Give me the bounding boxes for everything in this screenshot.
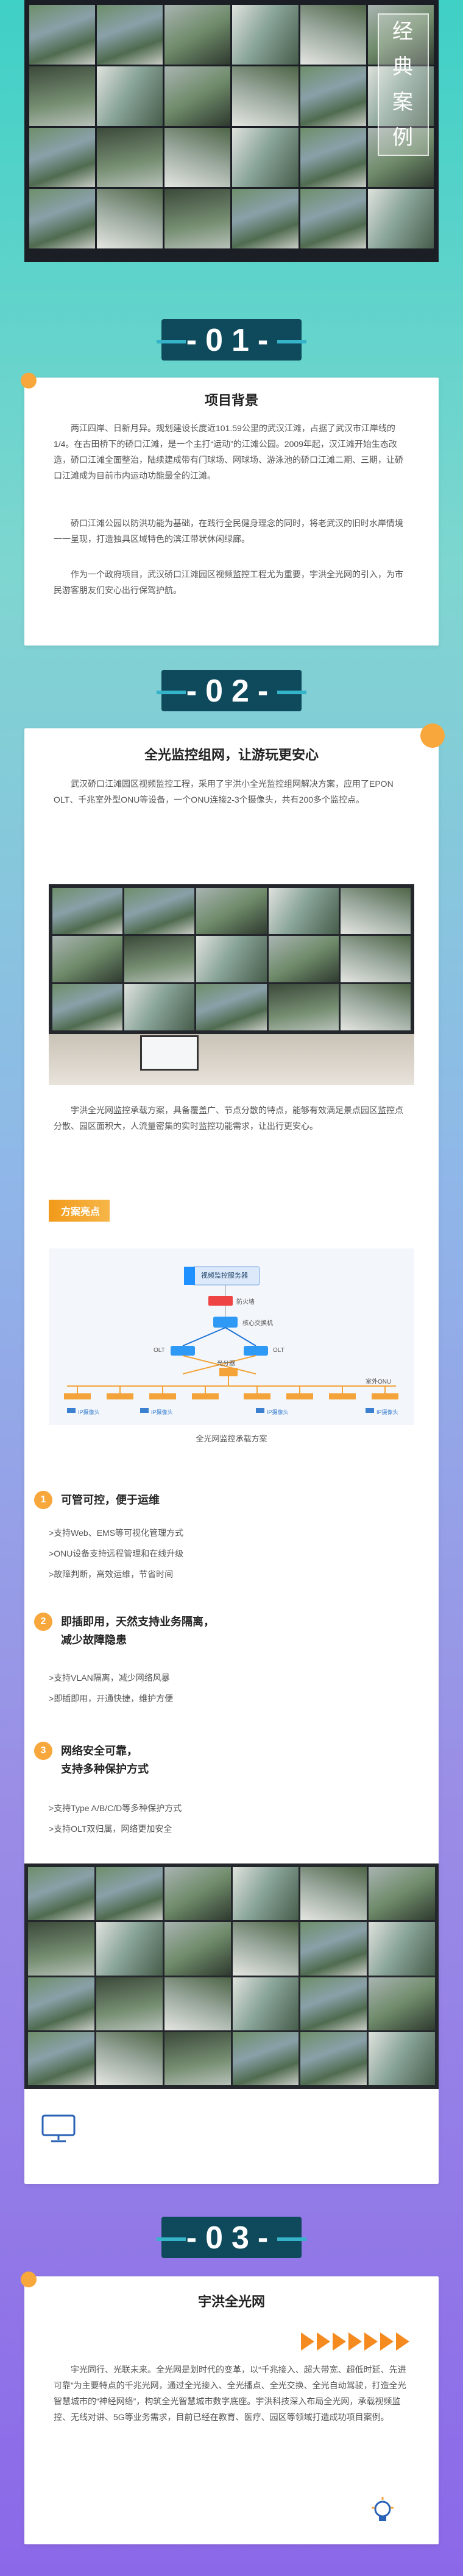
feature-number: 1: [34, 1491, 52, 1509]
corner-dot: [420, 723, 445, 748]
monitor-icon: [40, 2113, 77, 2144]
olt-left-label: OLT: [154, 1347, 165, 1354]
feature-item: 支持VLAN隔离，减少网络风暴: [54, 1673, 170, 1683]
corner-dot: [21, 373, 37, 389]
core-switch-label: 核心交换机: [242, 1320, 273, 1327]
feature-item: 支持Web、EMS等可视化管理方式: [54, 1528, 184, 1538]
feature-title: 可管可控，便于运维: [61, 1494, 160, 1506]
camera-label: IP摄像头: [151, 1409, 173, 1415]
intro-paragraph: 武汉硚口江滩园区视频监控工程，采用了宇洪小全光监控组网解决方案，应用了EPON …: [54, 779, 394, 804]
section-number-text: -02-: [186, 674, 277, 709]
section-number-02: -02-: [157, 670, 306, 711]
server-label: 视频监控服务器: [201, 1272, 248, 1279]
section-title: 宇洪全光网: [197, 2294, 265, 2309]
feature-1-list: >支持Web、EMS等可视化管理方式 >ONU设备支持远程管理和在线升级 >故障…: [49, 1528, 184, 1579]
camera-label: IP摄像头: [267, 1409, 289, 1415]
feature-number: 2: [34, 1613, 52, 1631]
feature-title: 减少故障隐患: [61, 1634, 127, 1646]
project-background-card: 项目背景 两江四岸、日新月异。规划建设长度近101.59公里的武汉江滩，占据了武…: [21, 373, 439, 646]
camera-label: IP摄像头: [376, 1409, 398, 1415]
lightbulb-icon: [369, 2496, 396, 2526]
section-title: 项目背景: [204, 393, 258, 408]
feature-item: 即插即用，开通快捷，维护方便: [54, 1694, 174, 1703]
feature-number: 3: [34, 1742, 52, 1760]
tag-char: 例: [392, 126, 414, 149]
paragraph: 作为一个政府项目，武汉硚口江滩园区视频监控工程尤为重要，宇洪全光网的引入，为市民…: [54, 569, 403, 595]
feature-item: 故障判断，高效运维，节省时间: [54, 1569, 174, 1579]
feature-title: 网络安全可靠，: [61, 1745, 138, 1757]
case-tag: 经 典 案 例: [378, 13, 429, 156]
network-diagram: 视频监控服务器 防火墙 核心交换机 OLT OLT 光分器 室外ONU IP摄像…: [49, 1248, 414, 1425]
section-number-03: -03-: [157, 2217, 306, 2258]
olt-right-label: OLT: [273, 1347, 285, 1354]
control-room-photo: [49, 884, 414, 1085]
paragraph: 两江四岸、日新月异。规划建设长度近101.59公里的武汉江滩，占据了武汉市江岸线…: [54, 423, 403, 480]
feature-3-heading: 3 网络安全可靠， 支持多种保护方式: [34, 1742, 149, 1778]
paragraph: 宇洪全光网监控承载方案，具备覆盖广、节点分散的特点，能够有效满足景点园区监控点分…: [54, 1105, 403, 1131]
feature-item: 支持OLT双归属，网络更加安全: [54, 1824, 172, 1834]
arrow-decoration: [301, 2332, 409, 2351]
video-wall-photo: [24, 1863, 439, 2089]
splitter-label: 光分器: [217, 1360, 235, 1367]
feature-3-list: >支持Type A/B/C/D等多种保护方式 >支持OLT双归属，网络更加安全: [49, 1803, 182, 1834]
section-number-text: -01-: [186, 323, 277, 358]
feature-title: 支持多种保护方式: [61, 1763, 149, 1775]
diagram-caption: 全光网监控承载方案: [196, 1434, 267, 1443]
video-wall: [29, 5, 434, 248]
tag-char: 经: [392, 20, 414, 43]
onu-label: 室外ONU: [366, 1379, 392, 1385]
feature-2-heading: 2 即插即用，天然支持业务隔离， 减少故障隐患: [34, 1613, 214, 1649]
paragraph: 宇光同行、光联未来。全光网是划时代的变革，以“千兆接入、超大带宽、超低时延、先进…: [54, 2365, 406, 2422]
topology-svg: [64, 1266, 398, 1413]
paragraph: 硚口江滩公园以防洪功能为基础，在践行全民健身理念的同时，将老武汉的旧时水岸情境一…: [54, 518, 403, 544]
section-number-01: -01-: [157, 319, 306, 361]
feature-1-heading: 1 可管可控，便于运维: [34, 1491, 160, 1509]
highlights-ribbon: 方案亮点: [49, 1200, 110, 1222]
corner-dot: [21, 2272, 37, 2287]
tag-char: 典: [392, 55, 414, 79]
feature-2-list: >支持VLAN隔离，减少网络风暴 >即插即用，开通快捷，维护方便: [49, 1673, 174, 1703]
company-card: 宇洪全光网 宇光同行、光联未来。全光网是划时代的变革，以“千兆接入、超大带宽、超…: [21, 2272, 439, 2544]
section-title: 全光监控组网，让游玩更安心: [144, 747, 319, 762]
section-number-text: -03-: [186, 2220, 277, 2256]
hero-image: 经 典 案 例: [24, 0, 439, 262]
feature-item: ONU设备支持远程管理和在线升级: [54, 1549, 184, 1558]
firewall-label: 防火墙: [236, 1299, 255, 1306]
tag-char: 案: [392, 91, 414, 114]
camera-label: IP摄像头: [78, 1409, 100, 1415]
feature-item: 支持Type A/B/C/D等多种保护方式: [54, 1803, 182, 1813]
feature-title: 即插即用，天然支持业务隔离，: [61, 1616, 214, 1628]
